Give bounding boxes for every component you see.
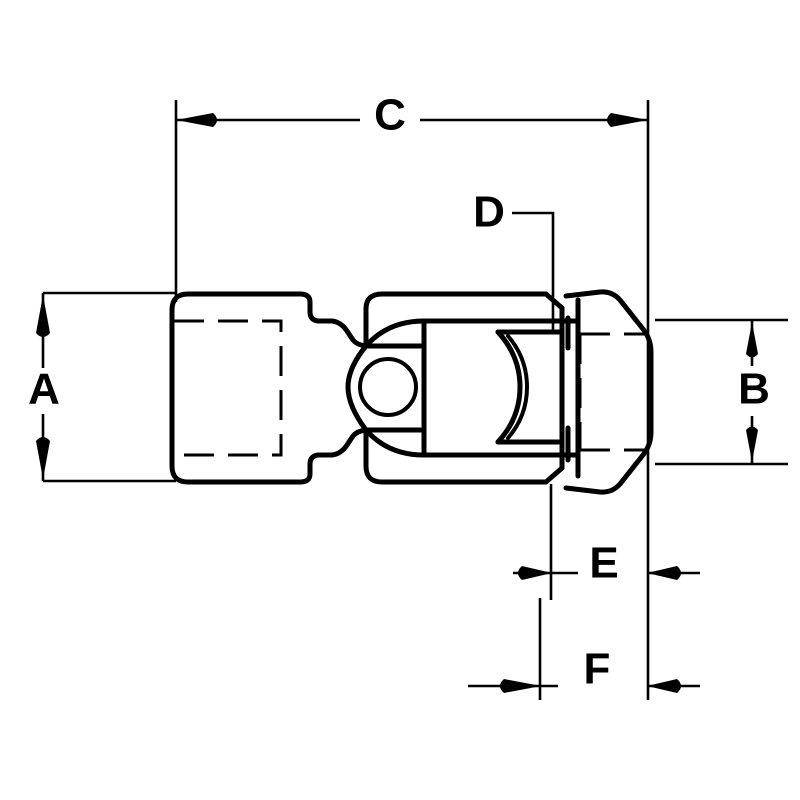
dimension-f-arrowhead-right <box>647 679 681 693</box>
dimension-f-label: F <box>584 645 611 694</box>
dimension-c: C <box>174 91 650 320</box>
yoke-knuckle-profile <box>345 318 427 458</box>
dimension-a-label: A <box>28 365 60 414</box>
dimension-b-arrowhead-top <box>746 322 758 358</box>
dimension-e-arrowhead-right <box>647 566 681 580</box>
dimension-d-leader-line <box>512 211 555 334</box>
dimension-c-arrowhead-left <box>176 113 217 127</box>
left-square-drive-body <box>169 291 427 485</box>
dimension-f: F <box>468 598 700 700</box>
tapered-output-end <box>563 289 654 495</box>
dimension-a-arrowhead-bottom <box>36 437 50 479</box>
dimension-b-label: B <box>738 365 770 414</box>
dimension-e-label: E <box>589 539 618 588</box>
dimension-b-arrowhead-bottom <box>746 426 758 462</box>
pivot-pin-hole <box>358 357 418 417</box>
dimension-a: A <box>28 291 176 483</box>
dimension-b: B <box>655 318 788 466</box>
dimension-f-arrowhead-left <box>500 679 541 693</box>
yoke-upper-arm <box>363 291 565 349</box>
dimension-c-label: C <box>374 91 406 140</box>
spring-detent-outer <box>495 329 523 445</box>
dimension-e: E <box>513 320 700 700</box>
part-universal-joint <box>169 289 654 495</box>
dimension-e-arrowhead-left <box>518 566 552 580</box>
dimension-d: D <box>473 188 555 334</box>
dimension-a-arrowhead-top <box>36 295 50 337</box>
square-drive-hidden-bore <box>174 319 283 457</box>
dimension-d-label: D <box>473 188 505 237</box>
spring-detent-inner <box>506 334 529 440</box>
dimension-c-arrowhead-right <box>607 113 648 127</box>
yoke-lower-arm <box>363 427 565 485</box>
